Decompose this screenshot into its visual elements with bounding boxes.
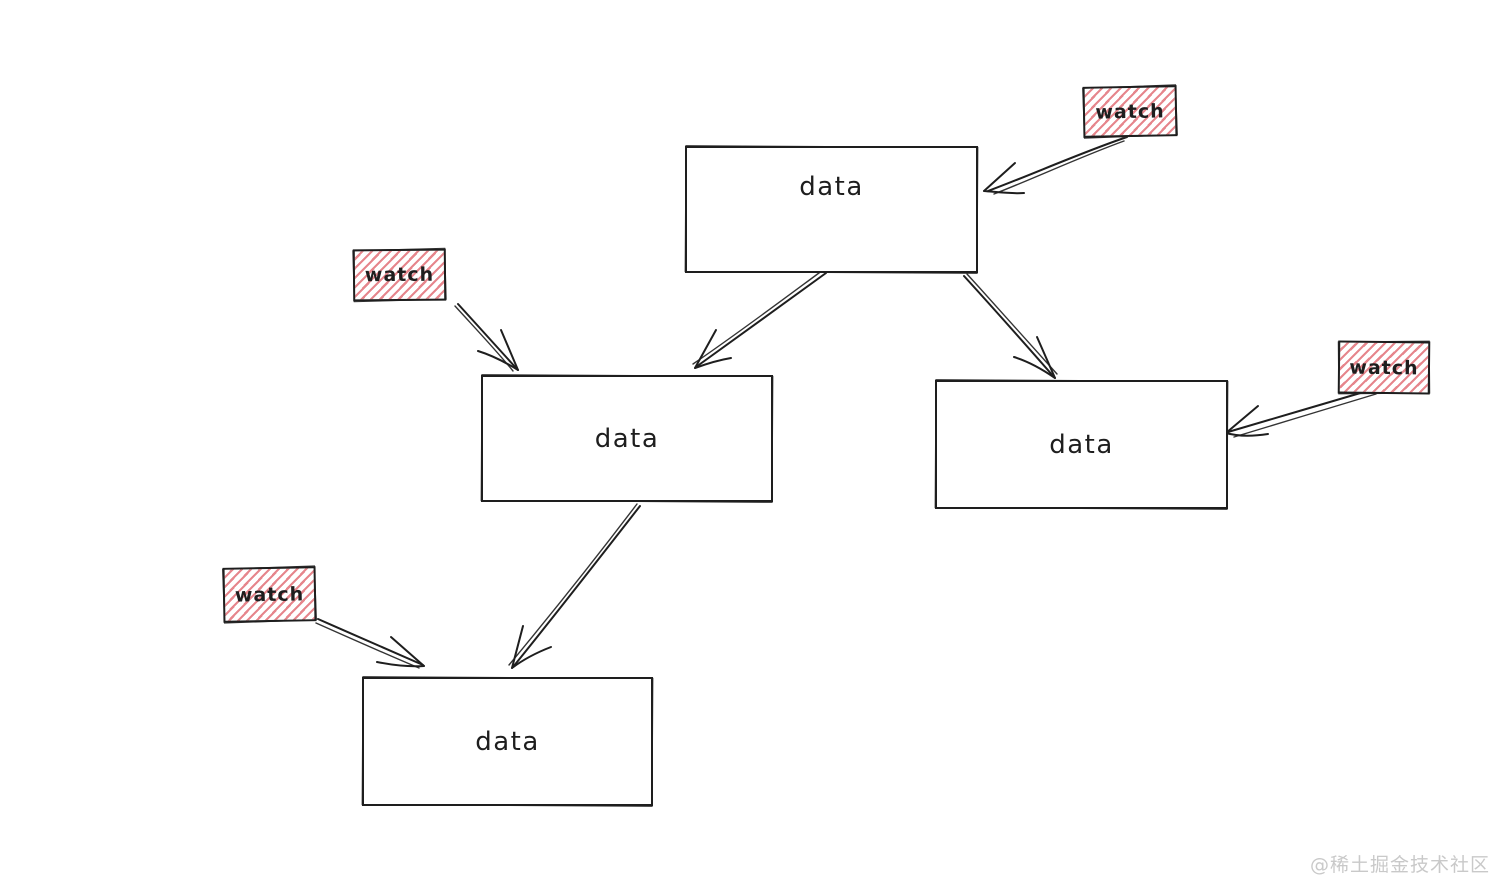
node-data-top-label: data: [799, 172, 864, 202]
tag-watch-top-label: watch: [1095, 99, 1165, 124]
arrow-watch-top-to-data-top: [983, 136, 1128, 195]
node-data-bottom: data: [362, 677, 653, 806]
arrow-data-top-to-data-mid-left: [692, 269, 827, 369]
tag-watch-bottom: watch: [222, 566, 317, 623]
arrow-watch-left-to-data-mid-left: [454, 303, 519, 372]
tag-watch-bottom-label: watch: [234, 582, 305, 607]
arrow-watch-bottom-to-data-bottom: [315, 618, 425, 669]
arrow-watch-right-to-data-mid-right: [1225, 388, 1377, 438]
tag-watch-left: watch: [352, 248, 447, 302]
arrow-data-mid-left-to-data-bottom: [508, 503, 641, 669]
tag-watch-top: watch: [1082, 85, 1178, 138]
node-data-mid-left-label: data: [594, 423, 660, 454]
node-data-top: data: [685, 146, 978, 273]
tag-watch-left-label: watch: [364, 263, 435, 287]
watermark: @稀土掘金技术社区: [1309, 854, 1490, 876]
arrow-data-top-to-data-mid-right: [963, 273, 1058, 379]
tag-watch-right-label: watch: [1349, 356, 1419, 379]
node-data-mid-right-label: data: [1049, 429, 1114, 460]
node-data-mid-left: data: [481, 375, 773, 502]
tag-watch-right: watch: [1337, 340, 1431, 395]
node-data-bottom-label: data: [475, 726, 540, 757]
node-data-mid-right: data: [935, 380, 1228, 509]
